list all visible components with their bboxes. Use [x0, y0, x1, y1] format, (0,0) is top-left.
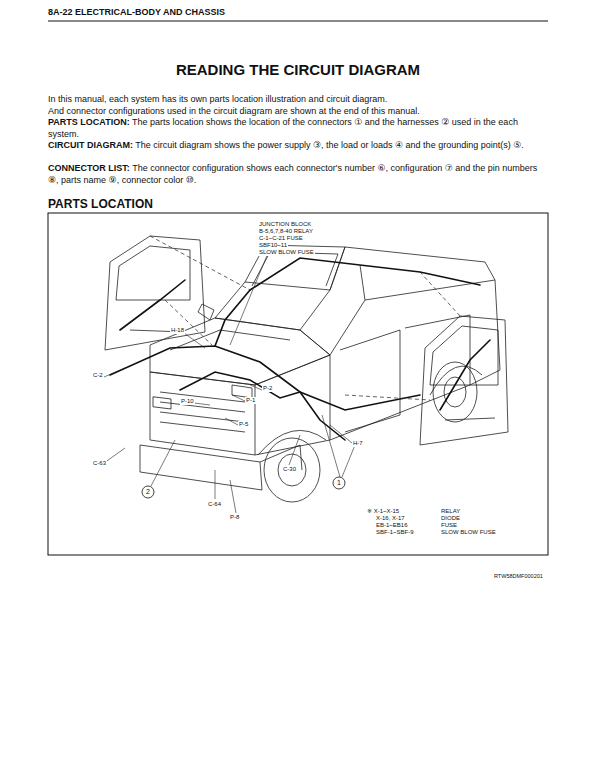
leader-lines-part — [342, 445, 355, 477]
harness-part — [120, 280, 490, 410]
harness-part — [110, 346, 420, 410]
leader-lines-part — [230, 480, 236, 513]
door-link-part — [165, 300, 212, 345]
callout-number: 1 — [333, 478, 345, 488]
truck-illustration-part — [264, 438, 320, 502]
truck-illustration-part — [116, 246, 190, 300]
connector-id: P-8 — [229, 514, 240, 521]
paragraph: CONNECTOR LIST: The connector configurat… — [48, 163, 548, 186]
leader-lines-part — [289, 435, 300, 465]
figure-frame — [48, 213, 548, 555]
leader-lines-part — [250, 385, 262, 390]
truck-illustration-part — [444, 377, 466, 407]
harness-part — [250, 258, 480, 290]
connector-id: P-1 — [245, 397, 256, 404]
callout-circles-part — [142, 486, 154, 498]
truck-illustration — [105, 236, 508, 502]
leader-lines-part — [330, 425, 352, 443]
part-name: JUNCTION BLOCK — [258, 221, 312, 228]
figure-frame-part — [48, 213, 548, 555]
note-text: FUSE — [440, 522, 458, 529]
bold-lead: PARTS LOCATION: — [48, 117, 130, 127]
part-name: B-5,6,7,8-40 RELAY — [258, 228, 314, 235]
leader-lines-part — [194, 403, 210, 405]
paragraph: And connector configurations used in the… — [48, 106, 548, 118]
connector-id: P-2 — [262, 385, 273, 392]
truck-illustration-part — [153, 397, 171, 409]
leader-lines-part — [151, 440, 175, 486]
truck-illustration-part — [198, 304, 214, 320]
truck-illustration-part — [433, 362, 477, 422]
truck-illustration-part — [105, 236, 205, 350]
note-code: X-16, X-17 — [375, 515, 406, 522]
leader-lines-part — [322, 415, 340, 477]
truck-illustration-part — [160, 392, 245, 432]
truck-illustration-part — [255, 355, 330, 385]
harness — [110, 258, 490, 440]
leader-lines-part — [104, 448, 125, 463]
truck-illustration-part — [255, 280, 500, 455]
door-link-part — [420, 272, 460, 316]
paragraph: CIRCUIT DIAGRAM: The circuit diagram sho… — [48, 140, 548, 152]
harness-part — [215, 290, 250, 346]
connector-id: P-5 — [238, 421, 249, 428]
truck-illustration-part — [140, 445, 262, 490]
connector-id: C-2 — [92, 372, 104, 379]
note-text: SLOW BLOW FUSE — [440, 529, 497, 536]
note-code: EB-1~EB16 — [375, 522, 409, 529]
leader-lines-part — [225, 418, 238, 425]
paragraph: PARTS LOCATION: The parts location shows… — [48, 117, 548, 140]
truck-illustration-part — [215, 282, 330, 330]
leader-lines — [104, 253, 355, 513]
header-rule — [48, 21, 548, 22]
door-link-part — [150, 236, 250, 290]
truck-illustration-part — [445, 418, 495, 420]
truck-illustration-part — [278, 454, 306, 486]
body-text: And connector configurations used in the… — [48, 106, 420, 116]
note-code: SBF-1~SBF-9 — [375, 529, 415, 536]
part-name: SLOW BLOW FUSE — [258, 249, 315, 256]
connector-id: H-7 — [352, 440, 364, 447]
note-code: ※ X-1~X-15 — [366, 508, 400, 515]
bold-lead: CONNECTOR LIST: — [48, 163, 130, 173]
leader-lines-part — [232, 395, 245, 401]
note-text: DIODE — [440, 515, 461, 522]
connector-id: H-18 — [170, 327, 185, 334]
truck-illustration-part — [420, 316, 508, 445]
door-link-part — [345, 395, 430, 400]
paragraph: In this manual, each system has its own … — [48, 94, 548, 106]
figure-code: RTW58DMF000201 — [493, 573, 544, 580]
connector-id: P-10 — [180, 398, 195, 405]
connector-id: C-30 — [282, 466, 297, 473]
leader-lines-part — [184, 333, 205, 348]
truck-illustration-part — [150, 372, 255, 455]
page-header: 8A-22 ELECTRICAL-BODY AND CHASSIS — [48, 7, 225, 17]
body-text: In this manual, each system has its own … — [48, 94, 387, 104]
leader-lines-part — [230, 253, 268, 345]
leader-lines-part — [104, 368, 125, 377]
truck-illustration-part — [430, 366, 482, 395]
truck-illustration-part — [360, 265, 365, 300]
truck-illustration-part — [340, 330, 400, 432]
callout-number: 2 — [142, 487, 154, 497]
callout-circles-part — [333, 477, 345, 489]
note-text: RELAY — [440, 508, 461, 515]
connector-id: C-64 — [207, 501, 222, 508]
header-rule-part — [48, 21, 548, 22]
body-text: The circuit diagram shows the power supp… — [135, 140, 523, 150]
callout-circles — [142, 477, 345, 498]
harness-part — [180, 372, 300, 398]
bold-lead: CIRCUIT DIAGRAM: — [48, 140, 133, 150]
door-link — [150, 236, 460, 400]
part-name: C-1~C-21 FUSE — [258, 235, 304, 242]
connector-id: C-63 — [92, 460, 107, 467]
section-heading: PARTS LOCATION — [48, 197, 153, 211]
truck-illustration-part — [258, 430, 326, 455]
leader-lines-part — [215, 470, 216, 499]
truck-illustration-part — [430, 326, 498, 385]
page-title: READING THE CIRCUIT DIAGRAM — [0, 61, 596, 78]
part-name: SBF10~11 — [258, 242, 288, 249]
